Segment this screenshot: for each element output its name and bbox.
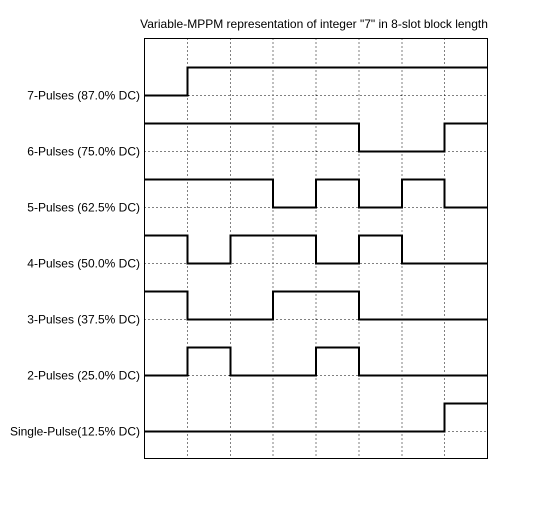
y-tick-labels: 7-Pulses (87.0% DC) 6-Pulses (75.0% DC) 5-… — [10, 89, 140, 439]
waveform-row-5 — [144, 290, 488, 321]
waveform-row-7 — [144, 402, 488, 433]
y-tick-label-7: Single-Pulse(12.5% DC) — [10, 425, 140, 439]
waveform-row-2 — [144, 122, 488, 153]
y-tick-label-1: 7-Pulses (87.0% DC) — [27, 89, 140, 103]
waveforms — [144, 66, 488, 433]
y-tick-label-4: 4-Pulses (50.0% DC) — [27, 257, 140, 271]
y-tick-label-3: 5-Pulses (62.5% DC) — [27, 201, 140, 215]
y-tick-label-5: 3-Pulses (37.5% DC) — [27, 313, 140, 327]
plot-title: Variable-MPPM representation of integer … — [140, 17, 488, 31]
axes-frame — [144, 38, 488, 459]
y-tick-label-2: 6-Pulses (75.0% DC) — [27, 145, 140, 159]
waveform-row-3 — [144, 178, 488, 209]
waveform-row-4 — [144, 234, 488, 265]
y-tick-label-6: 2-Pulses (25.0% DC) — [27, 369, 140, 383]
waveform-row-1 — [144, 66, 488, 97]
waveform-row-6 — [144, 346, 488, 377]
